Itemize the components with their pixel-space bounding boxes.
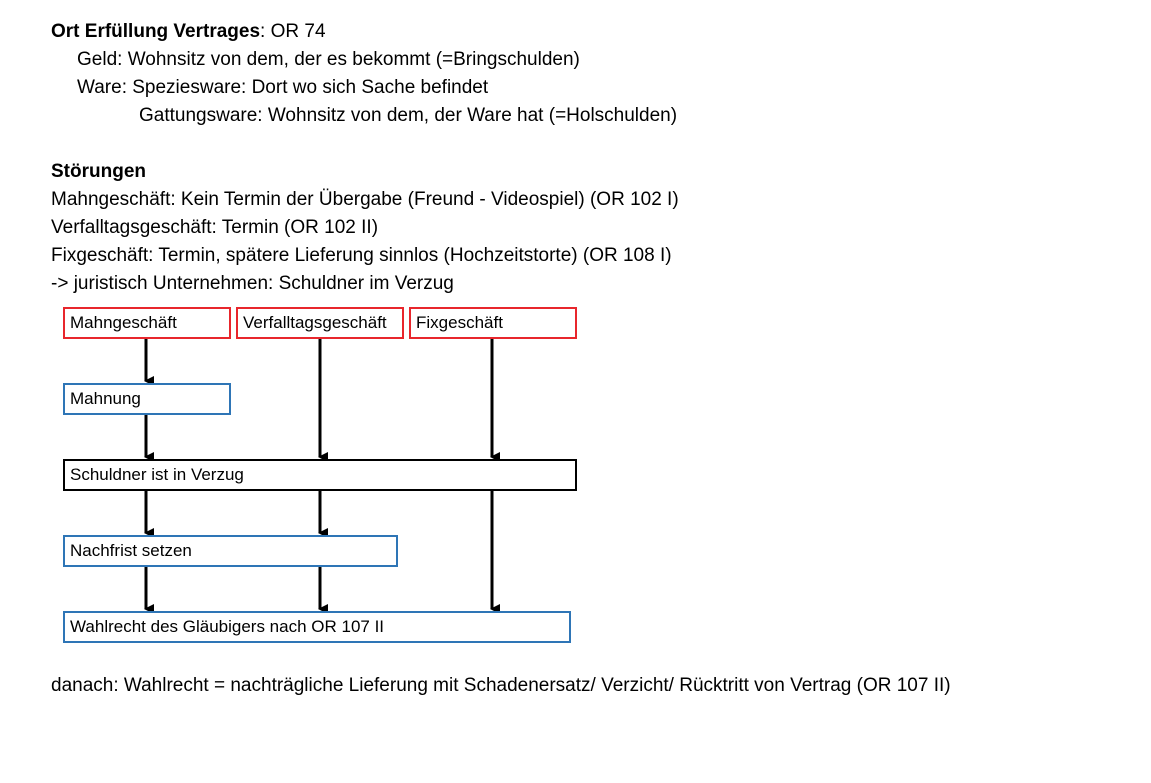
ware-line: Ware: Speziesware: Dort wo sich Sache be… xyxy=(77,77,489,98)
box-schuldner-verzug: Schuldner ist in Verzug xyxy=(63,459,577,491)
juristisch-line: -> juristisch Unternehmen: Schuldner im … xyxy=(51,273,454,294)
section-heading-stoerungen: Störungen xyxy=(51,161,146,182)
box-fixgeschaeft: Fixgeschäft xyxy=(409,307,577,339)
box-mahnung: Mahnung xyxy=(63,383,231,415)
fixgeschaeft-line: Fixgeschäft: Termin, spätere Lieferung s… xyxy=(51,245,672,266)
mahngeschaeft-line: Mahngeschäft: Kein Termin der Übergabe (… xyxy=(51,189,679,210)
footer-line: danach: Wahlrecht = nachträgliche Liefer… xyxy=(51,675,951,696)
section-heading-erfuellungsort: Ort Erfüllung Vertrages: OR 74 xyxy=(51,20,326,44)
box-nachfrist: Nachfrist setzen xyxy=(63,535,398,567)
gattungsware-line: Gattungsware: Wohnsitz von dem, der Ware… xyxy=(139,105,678,126)
verfalltagsgeschaeft-line: Verfalltagsgeschäft: Termin (OR 102 II) xyxy=(51,217,379,238)
box-verfalltagsgeschaeft: Verfalltagsgeschäft xyxy=(236,307,404,339)
geld-line: Geld: Wohnsitz von dem, der es bekommt (… xyxy=(77,49,580,70)
box-wahlrecht: Wahlrecht des Gläubigers nach OR 107 II xyxy=(63,611,571,643)
heading-rest-text: : OR 74 xyxy=(260,21,326,42)
heading-bold-text: Ort Erfüllung Vertrages xyxy=(51,21,261,42)
box-mahngeschaeft: Mahngeschäft xyxy=(63,307,231,339)
